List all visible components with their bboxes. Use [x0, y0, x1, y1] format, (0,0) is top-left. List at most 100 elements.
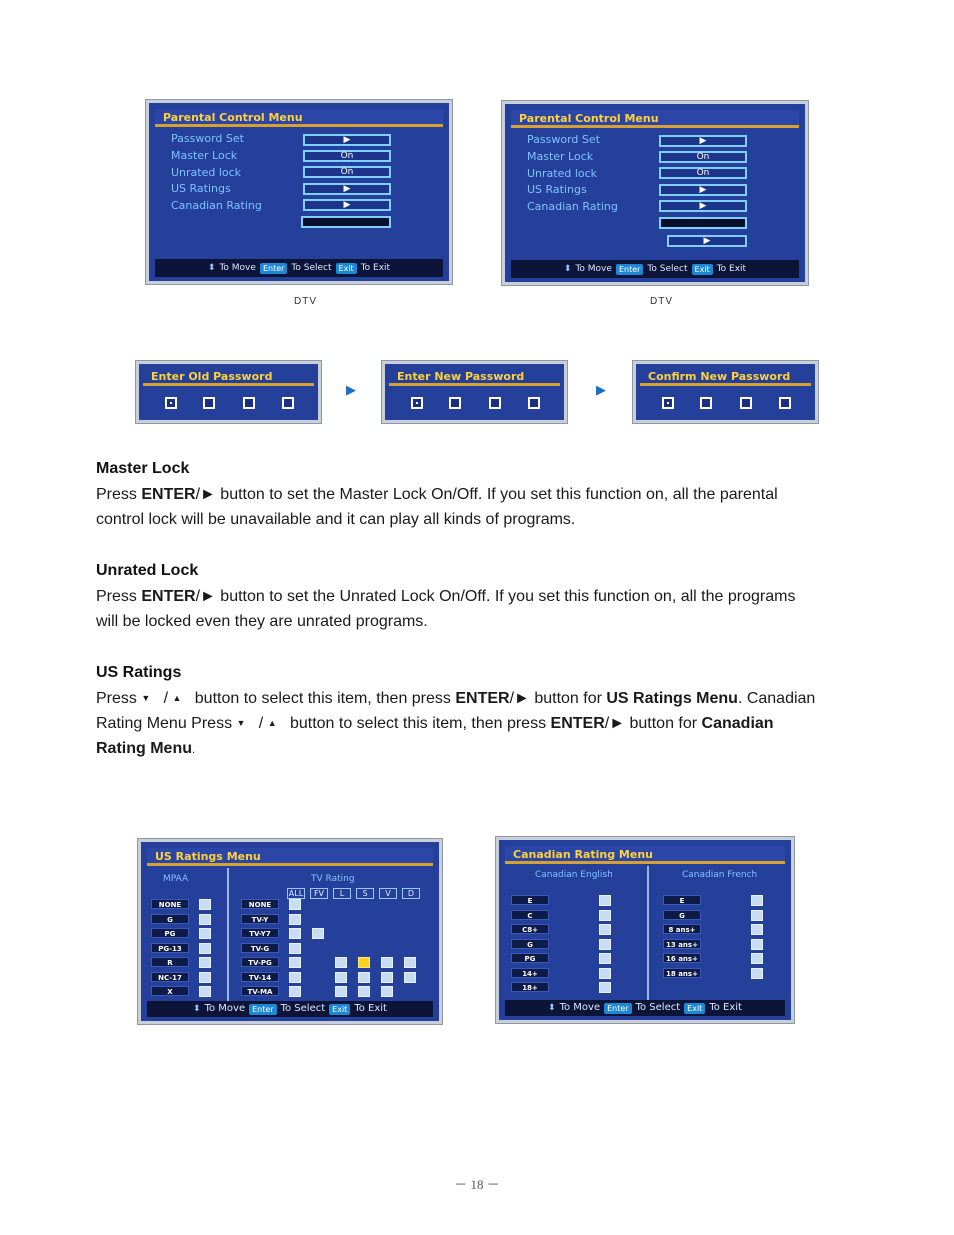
canadian-french-checkbox[interactable] — [751, 938, 763, 950]
master-lock-value[interactable]: On — [303, 150, 391, 162]
canadian-french-rating[interactable]: E — [663, 895, 701, 905]
sub-rating-checkbox[interactable] — [381, 957, 393, 968]
sub-rating-checkbox[interactable] — [335, 986, 347, 997]
canadian-rating-value[interactable]: ▶ — [303, 199, 391, 211]
menu-item-canadian-rating[interactable]: Canadian Rating — [527, 200, 618, 213]
tv-lock-checkbox[interactable] — [289, 899, 301, 910]
canadian-english-checkbox[interactable] — [599, 924, 611, 935]
menu-item-password-set[interactable]: Password Set — [527, 133, 600, 146]
sub-rating-checkbox[interactable] — [358, 957, 370, 968]
tv-lock-checkbox[interactable] — [289, 986, 301, 997]
canadian-french-checkbox[interactable] — [751, 895, 763, 906]
tv-rating-tv-14[interactable]: TV-14 — [241, 971, 279, 982]
mpaa-lock-checkbox[interactable] — [199, 942, 211, 954]
blank-entry-box[interactable] — [659, 217, 747, 229]
tv-rating-tv-ma[interactable]: TV-MA — [241, 986, 279, 996]
canadian-english-checkbox[interactable] — [599, 982, 611, 993]
canadian-french-rating[interactable]: 18 ans+ — [663, 967, 701, 978]
canadian-english-checkbox[interactable] — [599, 953, 611, 964]
mpaa-lock-checkbox[interactable] — [199, 957, 211, 968]
tv-lock-checkbox[interactable] — [289, 957, 301, 968]
master-lock-value[interactable]: On — [659, 151, 747, 163]
menu-item-master-lock[interactable]: Master Lock — [527, 150, 594, 163]
sub-rating-checkbox[interactable] — [381, 971, 393, 983]
mpaa-lock-checkbox[interactable] — [199, 928, 211, 939]
canadian-english-rating[interactable]: 14+ — [511, 967, 549, 978]
canadian-english-rating[interactable]: E — [511, 895, 549, 905]
tv-lock-checkbox[interactable] — [289, 928, 301, 939]
canadian-french-checkbox[interactable] — [751, 909, 763, 921]
canadian-french-checkbox[interactable] — [751, 924, 763, 935]
tv-lock-checkbox[interactable] — [289, 942, 301, 954]
password-set-value[interactable]: ▶ — [659, 135, 747, 147]
canadian-french-rating[interactable]: G — [663, 909, 701, 920]
canadian-french-checkbox[interactable] — [751, 967, 763, 979]
sub-rating-checkbox[interactable] — [404, 957, 416, 968]
tv-rating-tv-y[interactable]: TV-Y — [241, 913, 279, 924]
sub-rating-checkbox[interactable] — [312, 928, 324, 939]
sub-rating-checkbox[interactable] — [335, 971, 347, 983]
mpaa-rating-pg-13[interactable]: PG-13 — [151, 942, 189, 953]
tv-lock-checkbox[interactable] — [289, 971, 301, 983]
tv-rating-tab-v[interactable]: V — [379, 888, 397, 899]
password-digit-2[interactable] — [449, 397, 461, 409]
canadian-french-rating[interactable]: 16 ans+ — [663, 953, 701, 963]
mpaa-lock-checkbox[interactable] — [199, 899, 211, 910]
canadian-english-checkbox[interactable] — [599, 967, 611, 979]
password-digit-4[interactable] — [528, 397, 540, 409]
password-digit-4[interactable] — [282, 397, 294, 409]
tv-rating-tab-fv[interactable]: FV — [310, 888, 328, 899]
sub-rating-checkbox[interactable] — [335, 957, 347, 968]
password-digit-2[interactable] — [203, 397, 215, 409]
blank-entry-box[interactable] — [301, 216, 391, 228]
canadian-english-rating[interactable]: PG — [511, 953, 549, 963]
password-digit-3[interactable] — [243, 397, 255, 409]
menu-item-unrated-lock[interactable]: Unrated lock — [171, 166, 242, 179]
sub-rating-checkbox[interactable] — [358, 986, 370, 997]
sub-rating-checkbox[interactable] — [358, 971, 370, 983]
mpaa-rating-nc-17[interactable]: NC-17 — [151, 971, 189, 982]
menu-item-password-set[interactable]: Password Set — [171, 132, 244, 145]
canadian-french-rating[interactable]: 13 ans+ — [663, 938, 701, 949]
us-ratings-value[interactable]: ▶ — [659, 184, 747, 196]
mpaa-rating-g[interactable]: G — [151, 913, 189, 924]
mpaa-lock-checkbox[interactable] — [199, 913, 211, 925]
unrated-lock-value[interactable]: On — [303, 166, 391, 178]
tv-rating-tv-g[interactable]: TV-G — [241, 942, 279, 953]
password-set-value[interactable]: ▶ — [303, 134, 391, 146]
menu-item-master-lock[interactable]: Master Lock — [171, 149, 238, 162]
mpaa-rating-r[interactable]: R — [151, 957, 189, 967]
canadian-english-checkbox[interactable] — [599, 909, 611, 921]
canadian-english-rating[interactable]: G — [511, 938, 549, 949]
password-digit-1[interactable] — [662, 397, 674, 409]
menu-item-canadian-rating[interactable]: Canadian Rating — [171, 199, 262, 212]
submenu-arrow-box[interactable]: ▶ — [667, 235, 747, 247]
password-digit-2[interactable] — [700, 397, 712, 409]
canadian-french-rating[interactable]: 8 ans+ — [663, 924, 701, 934]
tv-rating-tab-s[interactable]: S — [356, 888, 374, 899]
menu-item-us-ratings[interactable]: US Ratings — [171, 182, 231, 195]
password-digit-1[interactable] — [411, 397, 423, 409]
tv-rating-tab-all[interactable]: ALL — [287, 888, 305, 899]
unrated-lock-value[interactable]: On — [659, 167, 747, 179]
password-digit-1[interactable] — [165, 397, 177, 409]
sub-rating-checkbox[interactable] — [404, 971, 416, 983]
menu-item-us-ratings[interactable]: US Ratings — [527, 183, 587, 196]
tv-lock-checkbox[interactable] — [289, 913, 301, 925]
canadian-english-rating[interactable]: C — [511, 909, 549, 920]
mpaa-rating-pg[interactable]: PG — [151, 928, 189, 938]
us-ratings-value[interactable]: ▶ — [303, 183, 391, 195]
password-digit-3[interactable] — [489, 397, 501, 409]
mpaa-rating-none[interactable]: NONE — [151, 899, 189, 909]
canadian-rating-value[interactable]: ▶ — [659, 200, 747, 212]
password-digit-3[interactable] — [740, 397, 752, 409]
password-digit-4[interactable] — [779, 397, 791, 409]
mpaa-rating-x[interactable]: X — [151, 986, 189, 996]
canadian-english-checkbox[interactable] — [599, 895, 611, 906]
menu-item-unrated-lock[interactable]: Unrated lock — [527, 167, 598, 180]
tv-rating-tv-y7[interactable]: TV-Y7 — [241, 928, 279, 938]
canadian-english-rating[interactable]: 18+ — [511, 982, 549, 992]
tv-rating-tv-pg[interactable]: TV-PG — [241, 957, 279, 967]
mpaa-lock-checkbox[interactable] — [199, 986, 211, 997]
canadian-french-checkbox[interactable] — [751, 953, 763, 964]
